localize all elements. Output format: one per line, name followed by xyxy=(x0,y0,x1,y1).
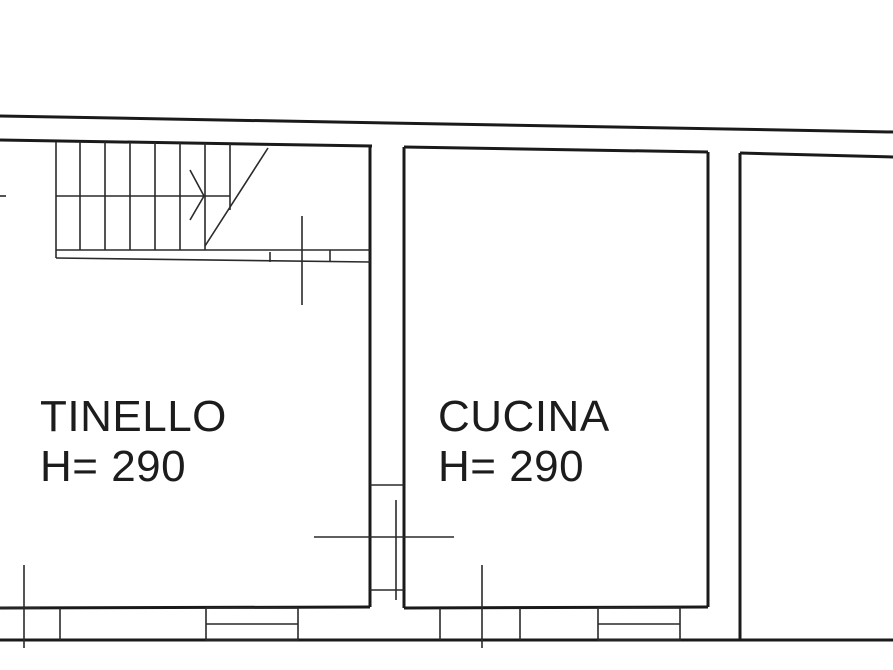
room-name: TINELLO xyxy=(40,392,227,441)
partition-wall xyxy=(368,146,406,608)
room-height: H= 290 xyxy=(438,442,585,491)
window-tinello xyxy=(205,607,299,641)
exterior-top-wall xyxy=(0,114,893,159)
exterior-bottom-wall xyxy=(0,605,893,642)
room-label-tinello: TINELLO H= 290 xyxy=(40,392,227,492)
room-name: CUCINA xyxy=(438,392,610,441)
right-wall xyxy=(706,152,742,640)
staircase xyxy=(0,142,371,263)
dimension-marks xyxy=(0,216,483,648)
room-label-cucina: CUCINA H= 290 xyxy=(438,392,610,492)
room-height: H= 290 xyxy=(40,442,187,491)
window-cucina xyxy=(597,607,681,641)
